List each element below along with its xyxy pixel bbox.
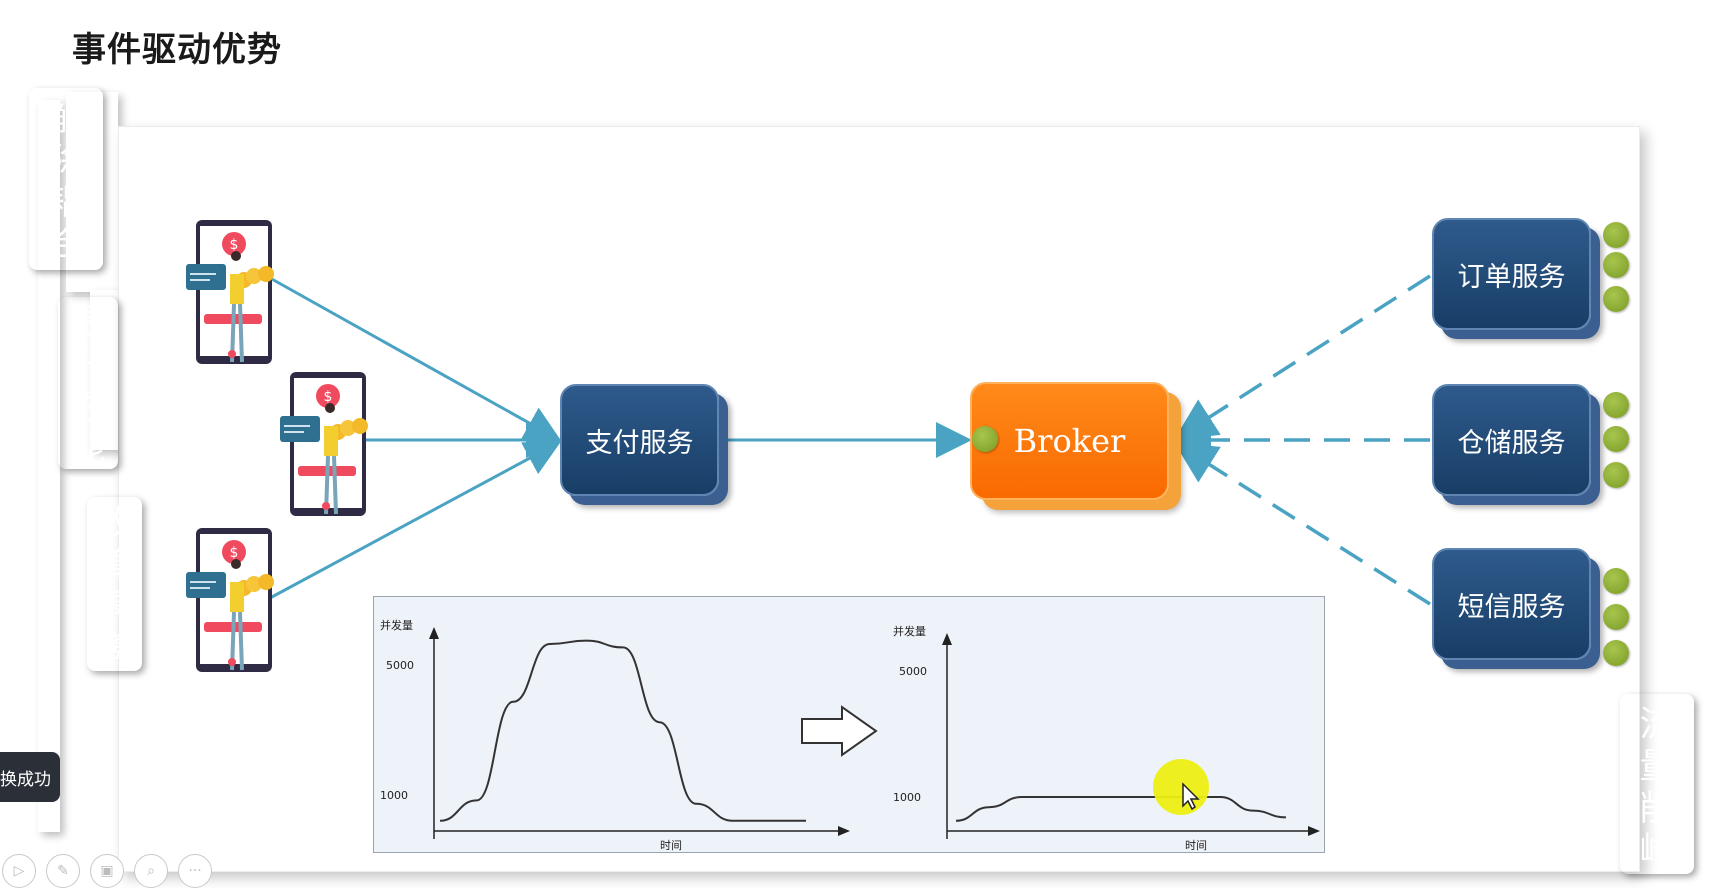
storage-dot-3 xyxy=(1603,462,1629,488)
tag-decouple: 解 除 耦 合 xyxy=(29,88,103,270)
chart1-series-line xyxy=(439,639,806,822)
play-icon[interactable]: ▷ xyxy=(2,854,36,888)
order-service-node: 订单服务 xyxy=(1432,218,1591,330)
order-dot-2 xyxy=(1603,252,1629,278)
phone-payer-2: $ xyxy=(280,372,368,516)
tag-strip-2 xyxy=(66,92,118,292)
sms-dot-2 xyxy=(1603,604,1629,630)
tag-isolation: 故 障 隔 离 xyxy=(87,497,142,671)
phone-payer-1: $ xyxy=(186,220,274,364)
page-title: 事件驱动优势 xyxy=(72,30,282,70)
tag-performance: 提 升 性 能 xyxy=(58,297,118,470)
svg-text:$: $ xyxy=(230,545,239,561)
storage-service-node: 仓储服务 xyxy=(1432,384,1591,496)
chart1-tick-1000: 1000 xyxy=(380,789,408,802)
chart1-ylabel: 并发量 xyxy=(380,619,413,632)
storage-dot-2 xyxy=(1603,426,1629,452)
charts-svg xyxy=(429,627,1320,839)
toast-message: 换成功 xyxy=(0,752,60,802)
chart2-y-arrow xyxy=(942,633,952,645)
chart1-x-arrow xyxy=(838,826,850,836)
phone-payer-3: $ xyxy=(186,528,274,672)
save-icon[interactable]: ▣ xyxy=(90,854,124,888)
pen-icon[interactable]: ✎ xyxy=(46,854,80,888)
arrow-phone3-to-payment xyxy=(269,441,562,600)
chart2-series-line xyxy=(955,796,1287,822)
more-icon[interactable]: ··· xyxy=(178,854,212,888)
order-dot-3 xyxy=(1603,286,1629,312)
chart2-xlabel: 时间 xyxy=(1185,839,1207,852)
sms-dot-1 xyxy=(1603,568,1629,594)
payment-service-node: 支付服务 xyxy=(560,384,719,496)
chart2-tick-1000: 1000 xyxy=(893,791,921,804)
svg-text:$: $ xyxy=(230,237,239,253)
broker-node: Broker xyxy=(970,382,1169,500)
broker-input-dot xyxy=(972,426,998,452)
chart1-y-arrow xyxy=(429,627,439,639)
cursor-highlight xyxy=(1153,759,1209,815)
sms-service-node: 短信服务 xyxy=(1432,548,1591,660)
cursor-arrow-icon xyxy=(1182,782,1200,811)
chart2-tick-5000: 5000 xyxy=(899,665,927,678)
transform-arrow-icon xyxy=(801,705,878,757)
chart2-x-arrow xyxy=(1308,826,1320,836)
arrow-phone1-to-payment xyxy=(269,276,562,441)
order-dot-1 xyxy=(1603,222,1629,248)
chart1-xlabel: 时间 xyxy=(660,839,682,852)
storage-dot-1 xyxy=(1603,392,1629,418)
dash-sms-to-broker xyxy=(1174,442,1431,606)
broker-label: Broker xyxy=(1013,422,1126,460)
zoom-icon[interactable]: ⌕ xyxy=(134,854,168,888)
svg-text:$: $ xyxy=(324,389,333,405)
sms-dot-3 xyxy=(1603,640,1629,666)
chart2-ylabel: 并发量 xyxy=(893,625,926,638)
tag-strip-1 xyxy=(38,100,60,832)
dash-order-to-broker xyxy=(1174,274,1431,440)
tag-peak-shaving: 流 量 削 峰 xyxy=(1620,694,1694,874)
chart1-tick-5000: 5000 xyxy=(386,659,414,672)
